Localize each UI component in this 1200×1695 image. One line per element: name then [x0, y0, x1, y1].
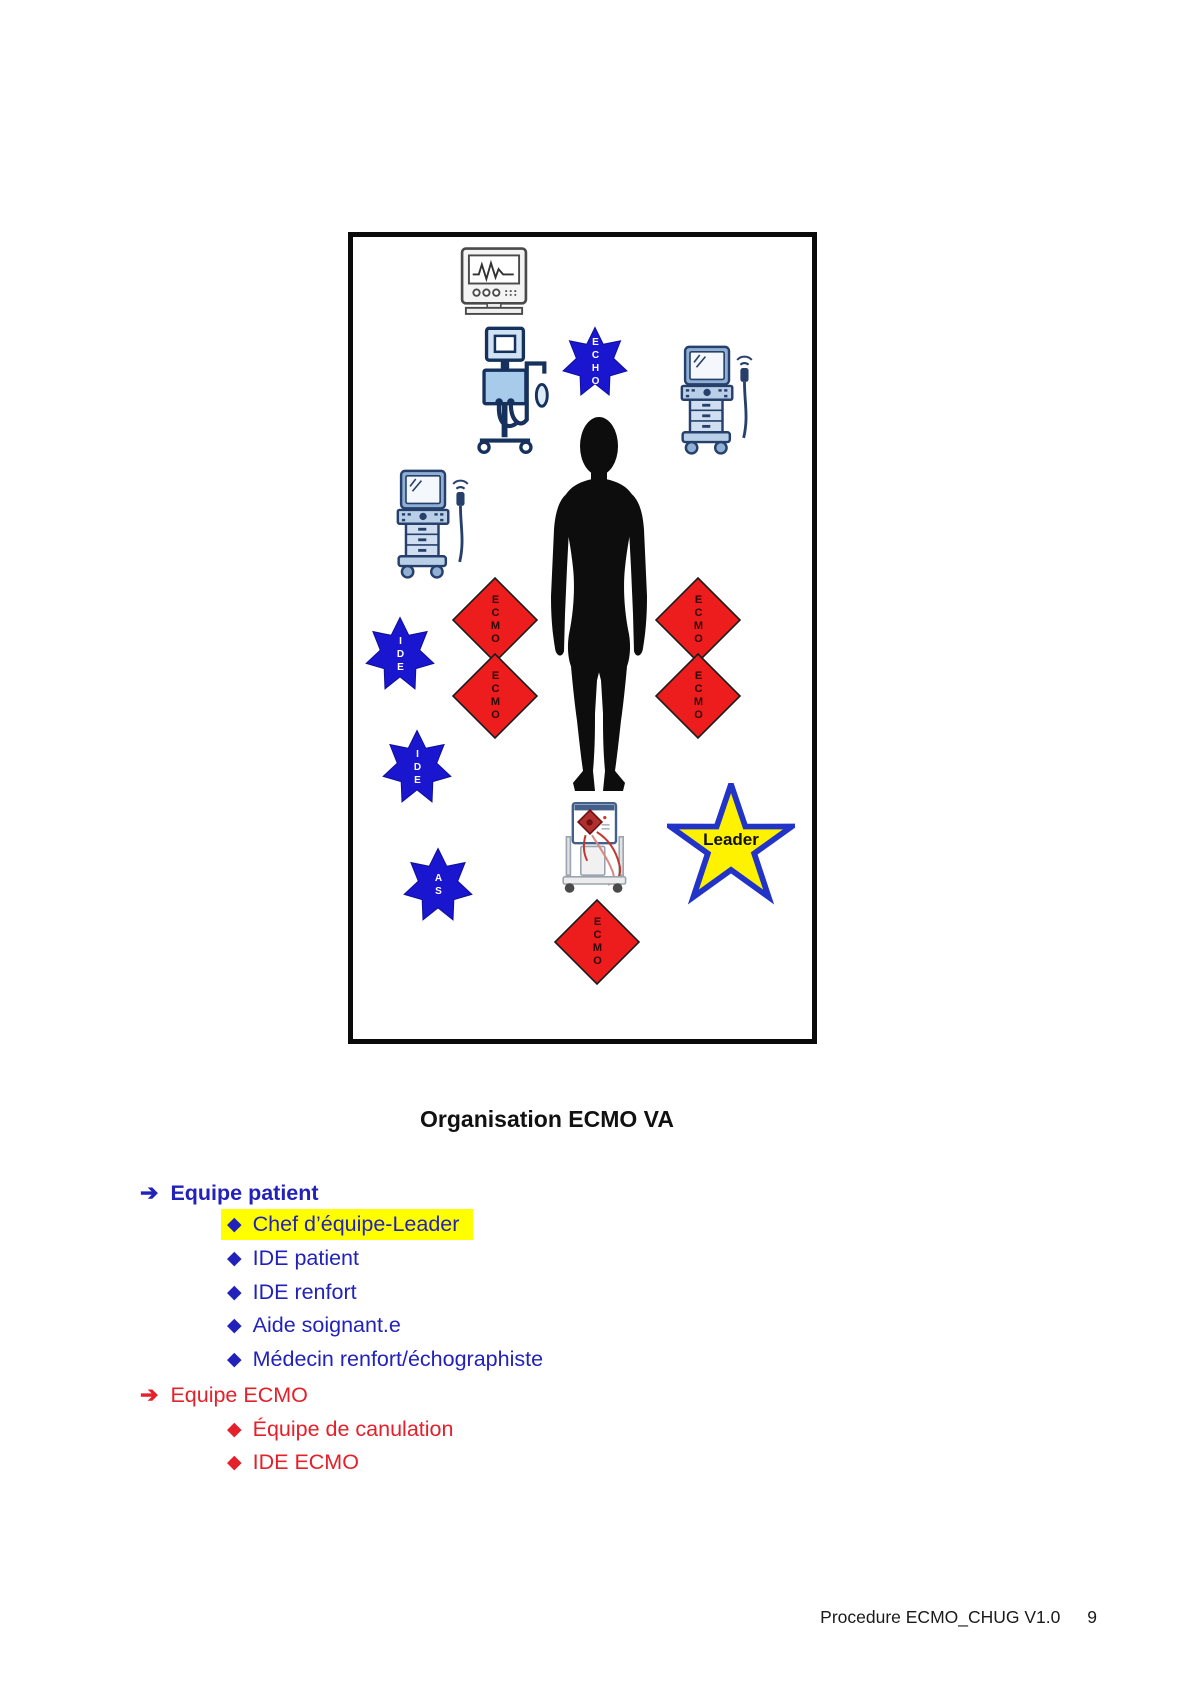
legend-item-ide-ecmo: ◆ IDE ECMO: [227, 1450, 359, 1475]
legend-group-equipe-patient: ➔ Equipe patient: [140, 1180, 319, 1206]
legend-item-medecin-renfort: ◆ Médecin renfort/échographiste: [227, 1347, 543, 1372]
page-number: 9: [1087, 1607, 1097, 1627]
ecmo-diamond-label: ECMO: [489, 594, 502, 646]
legend-item-label: Aide soignant.e: [252, 1313, 401, 1337]
ecmo-diamond-badge: ECMO: [553, 898, 641, 986]
as-star-badge: AS: [402, 847, 474, 925]
leader-star-label: Leader: [703, 830, 759, 849]
legend-item-equipe-canulation: ◆ Équipe de canulation: [227, 1417, 453, 1442]
legend-item-label: IDE ECMO: [252, 1450, 359, 1474]
ecmo-diamond-label: ECMO: [489, 670, 502, 722]
ecmo-diamond-label: ECMO: [591, 916, 604, 968]
arrow-right-icon: ➔: [140, 1180, 159, 1205]
patient-monitor-icon: [456, 243, 532, 321]
arrow-right-icon: ➔: [140, 1382, 159, 1407]
ecmo-diamond-label: ECMO: [692, 670, 705, 722]
legend-item-aide-soignant: ◆ Aide soignant.e: [227, 1313, 401, 1338]
legend-item-ide-patient: ◆ IDE patient: [227, 1246, 359, 1271]
ecmo-diamond-badge: ECMO: [654, 576, 742, 664]
echo-star-label: ECHO: [590, 337, 601, 389]
legend-item-ide-renfort: ◆ IDE renfort: [227, 1280, 357, 1305]
diamond-bullet-icon: ◆: [227, 1419, 242, 1440]
ide-star-badge: IDE: [381, 729, 453, 807]
ide-star-badge: IDE: [364, 616, 436, 694]
ultrasound-machine-icon-right: [675, 342, 757, 464]
ecmo-diamond-badge: ECMO: [654, 652, 742, 740]
diamond-bullet-icon: ◆: [227, 1214, 242, 1235]
leader-star-badge: Leader: [667, 783, 795, 909]
diamond-bullet-icon: ◆: [227, 1315, 242, 1336]
legend-item-label: IDE renfort: [252, 1280, 357, 1304]
legend-group-equipe-ecmo: ➔ Equipe ECMO: [140, 1382, 308, 1408]
legend-group-label: Equipe ECMO: [170, 1382, 308, 1407]
diamond-bullet-icon: ◆: [227, 1452, 242, 1473]
ventilator-icon: [468, 325, 552, 459]
ecmo-room-diagram: ECHO: [348, 232, 817, 1044]
ultrasound-machine-icon-left: [391, 466, 473, 588]
as-star-label: AS: [433, 873, 444, 899]
echo-star-badge: ECHO: [561, 326, 629, 400]
patient-silhouette: [551, 417, 647, 795]
legend-item-label: Médecin renfort/échographiste: [252, 1347, 544, 1371]
legend-group-label: Equipe patient: [170, 1180, 319, 1205]
ide-star-label: IDE: [395, 635, 406, 675]
diamond-bullet-icon: ◆: [227, 1282, 242, 1303]
legend-item-label: IDE patient: [252, 1246, 359, 1270]
diagram-caption: Organisation ECMO VA: [420, 1106, 674, 1132]
legend-item-label: Équipe de canulation: [252, 1417, 454, 1441]
legend-item-label: Chef d’équipe-Leader: [252, 1212, 460, 1236]
ecmo-diamond-badge: ECMO: [451, 576, 539, 664]
page-footer: Procedure ECMO_CHUG V1.0 9: [820, 1607, 1097, 1628]
legend-item-chef-equipe-leader: ◆ Chef d’équipe-Leader: [221, 1209, 474, 1240]
document-reference: Procedure ECMO_CHUG V1.0: [820, 1607, 1061, 1627]
ide-star-label: IDE: [412, 748, 423, 788]
ecmo-diamond-badge: ECMO: [451, 652, 539, 740]
ecmo-machine-icon: [560, 799, 640, 905]
ecmo-diamond-label: ECMO: [692, 594, 705, 646]
diamond-bullet-icon: ◆: [227, 1248, 242, 1269]
diamond-bullet-icon: ◆: [227, 1349, 242, 1370]
